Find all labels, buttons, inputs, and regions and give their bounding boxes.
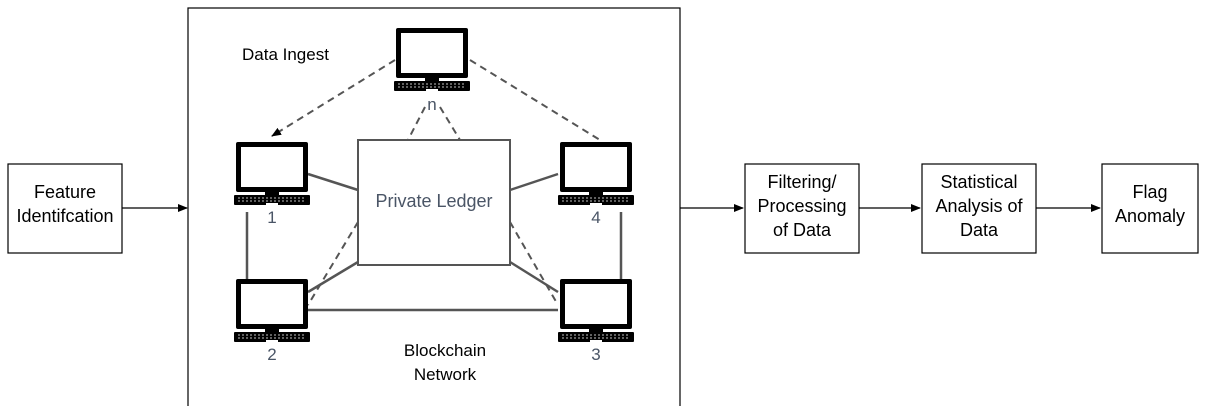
solid-connections bbox=[245, 172, 623, 312]
feature-box-line-2: Identifcation bbox=[16, 206, 113, 226]
stats-box-line-3: Data bbox=[960, 220, 999, 240]
laptop-node-4: 4 bbox=[557, 141, 635, 227]
laptop-icon bbox=[557, 278, 635, 343]
laptop-node-2: 2 bbox=[233, 278, 311, 364]
filter-box-line-3: of Data bbox=[773, 220, 832, 240]
private-ledger-label: Private Ledger bbox=[375, 191, 492, 211]
flag-anomaly-box: Flag Anomaly bbox=[1101, 163, 1199, 254]
laptop-icon bbox=[393, 27, 471, 92]
node-label-3: 3 bbox=[591, 345, 600, 364]
laptop-icon bbox=[557, 141, 635, 206]
laptop-icon bbox=[233, 141, 311, 206]
flag-box-line-1: Flag bbox=[1132, 182, 1167, 202]
feature-box-line-1: Feature bbox=[34, 182, 96, 202]
node-label-4: 4 bbox=[591, 208, 600, 227]
dashed-connections bbox=[271, 59, 601, 306]
blockchain-label-line-1: Blockchain bbox=[404, 341, 486, 360]
blockchain-label-line-2: Network bbox=[414, 365, 477, 384]
stats-box-line-2: Analysis of bbox=[935, 196, 1023, 216]
filter-box-line-1: Filtering/ bbox=[767, 172, 836, 192]
laptop-node-1: 1 bbox=[233, 141, 311, 227]
laptop-node-n: n bbox=[393, 27, 471, 114]
node-label-2: 2 bbox=[267, 345, 276, 364]
node-label-1: 1 bbox=[267, 208, 276, 227]
node-label-n: n bbox=[427, 95, 436, 114]
filtering-processing-box: Filtering/ Processing of Data bbox=[744, 163, 860, 254]
laptop-icon bbox=[233, 278, 311, 343]
laptop-node-3: 3 bbox=[557, 278, 635, 364]
private-ledger-box: Private Ledger bbox=[357, 139, 511, 266]
stats-box-line-1: Statistical bbox=[940, 172, 1017, 192]
feature-identification-box: Feature Identifcation bbox=[7, 163, 123, 254]
statistical-analysis-box: Statistical Analysis of Data bbox=[921, 163, 1037, 254]
filter-box-line-2: Processing bbox=[757, 196, 846, 216]
flag-box-line-2: Anomaly bbox=[1115, 206, 1185, 226]
data-ingest-label: Data Ingest bbox=[242, 45, 329, 64]
blockchain-network-panel: Data Ingest Blockchain Network Private L… bbox=[187, 7, 681, 406]
